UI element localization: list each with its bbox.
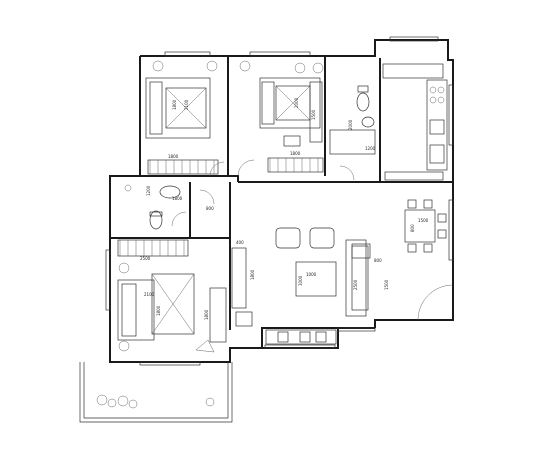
- dim-label: 1500: [418, 218, 429, 223]
- dim-label: 1800: [172, 99, 177, 110]
- bathroom-w: 1200 1800: [124, 184, 187, 230]
- windows: [105, 36, 454, 366]
- dim-label: 400: [236, 240, 244, 245]
- dim-label: 1800: [290, 151, 301, 156]
- dim-label: 1200: [365, 146, 376, 151]
- dining-table: 1500 800: [404, 199, 447, 253]
- dim-label: 2000: [294, 97, 299, 108]
- entrance-door: [417, 284, 454, 321]
- dim-label: 2500: [353, 279, 358, 290]
- dim-label: 1200: [146, 185, 151, 196]
- dim-label: 1800: [250, 269, 255, 280]
- bedroom-nw: 1800 2100 1800: [145, 60, 225, 177]
- dim-label: 1800: [168, 154, 179, 159]
- dim-label: 1800: [156, 305, 161, 316]
- dim-label: 1500: [311, 109, 316, 120]
- dim-label: 1800: [204, 309, 209, 320]
- dim-label: 1800: [172, 196, 183, 201]
- bedroom-sw: 2500 2100 1800 1800: [117, 239, 227, 353]
- dim-label: 800: [206, 206, 214, 211]
- dim-label: 2500: [140, 256, 151, 261]
- dim-label: 800: [374, 258, 382, 263]
- bathroom-n: 2000 1200: [329, 85, 376, 181]
- dim-label: 1000: [306, 272, 317, 277]
- dim-label: 800: [410, 224, 415, 232]
- living-room: 1000 1000 2500 800 1500 1800 400 800: [199, 189, 389, 327]
- balcony: [79, 362, 233, 423]
- exterior-walls: [109, 39, 454, 363]
- dim-label: 2000: [348, 119, 353, 130]
- dim-label: 2100: [144, 292, 155, 297]
- dim-label: 1500: [384, 279, 389, 290]
- kitchen: [382, 63, 448, 181]
- plant-icon: [96, 394, 215, 409]
- bay-window-furniture: [265, 329, 337, 345]
- dim-label: 1000: [298, 275, 303, 286]
- dim-label: 2100: [184, 99, 189, 110]
- bedroom-n: 2000 1800 1500: [237, 60, 324, 177]
